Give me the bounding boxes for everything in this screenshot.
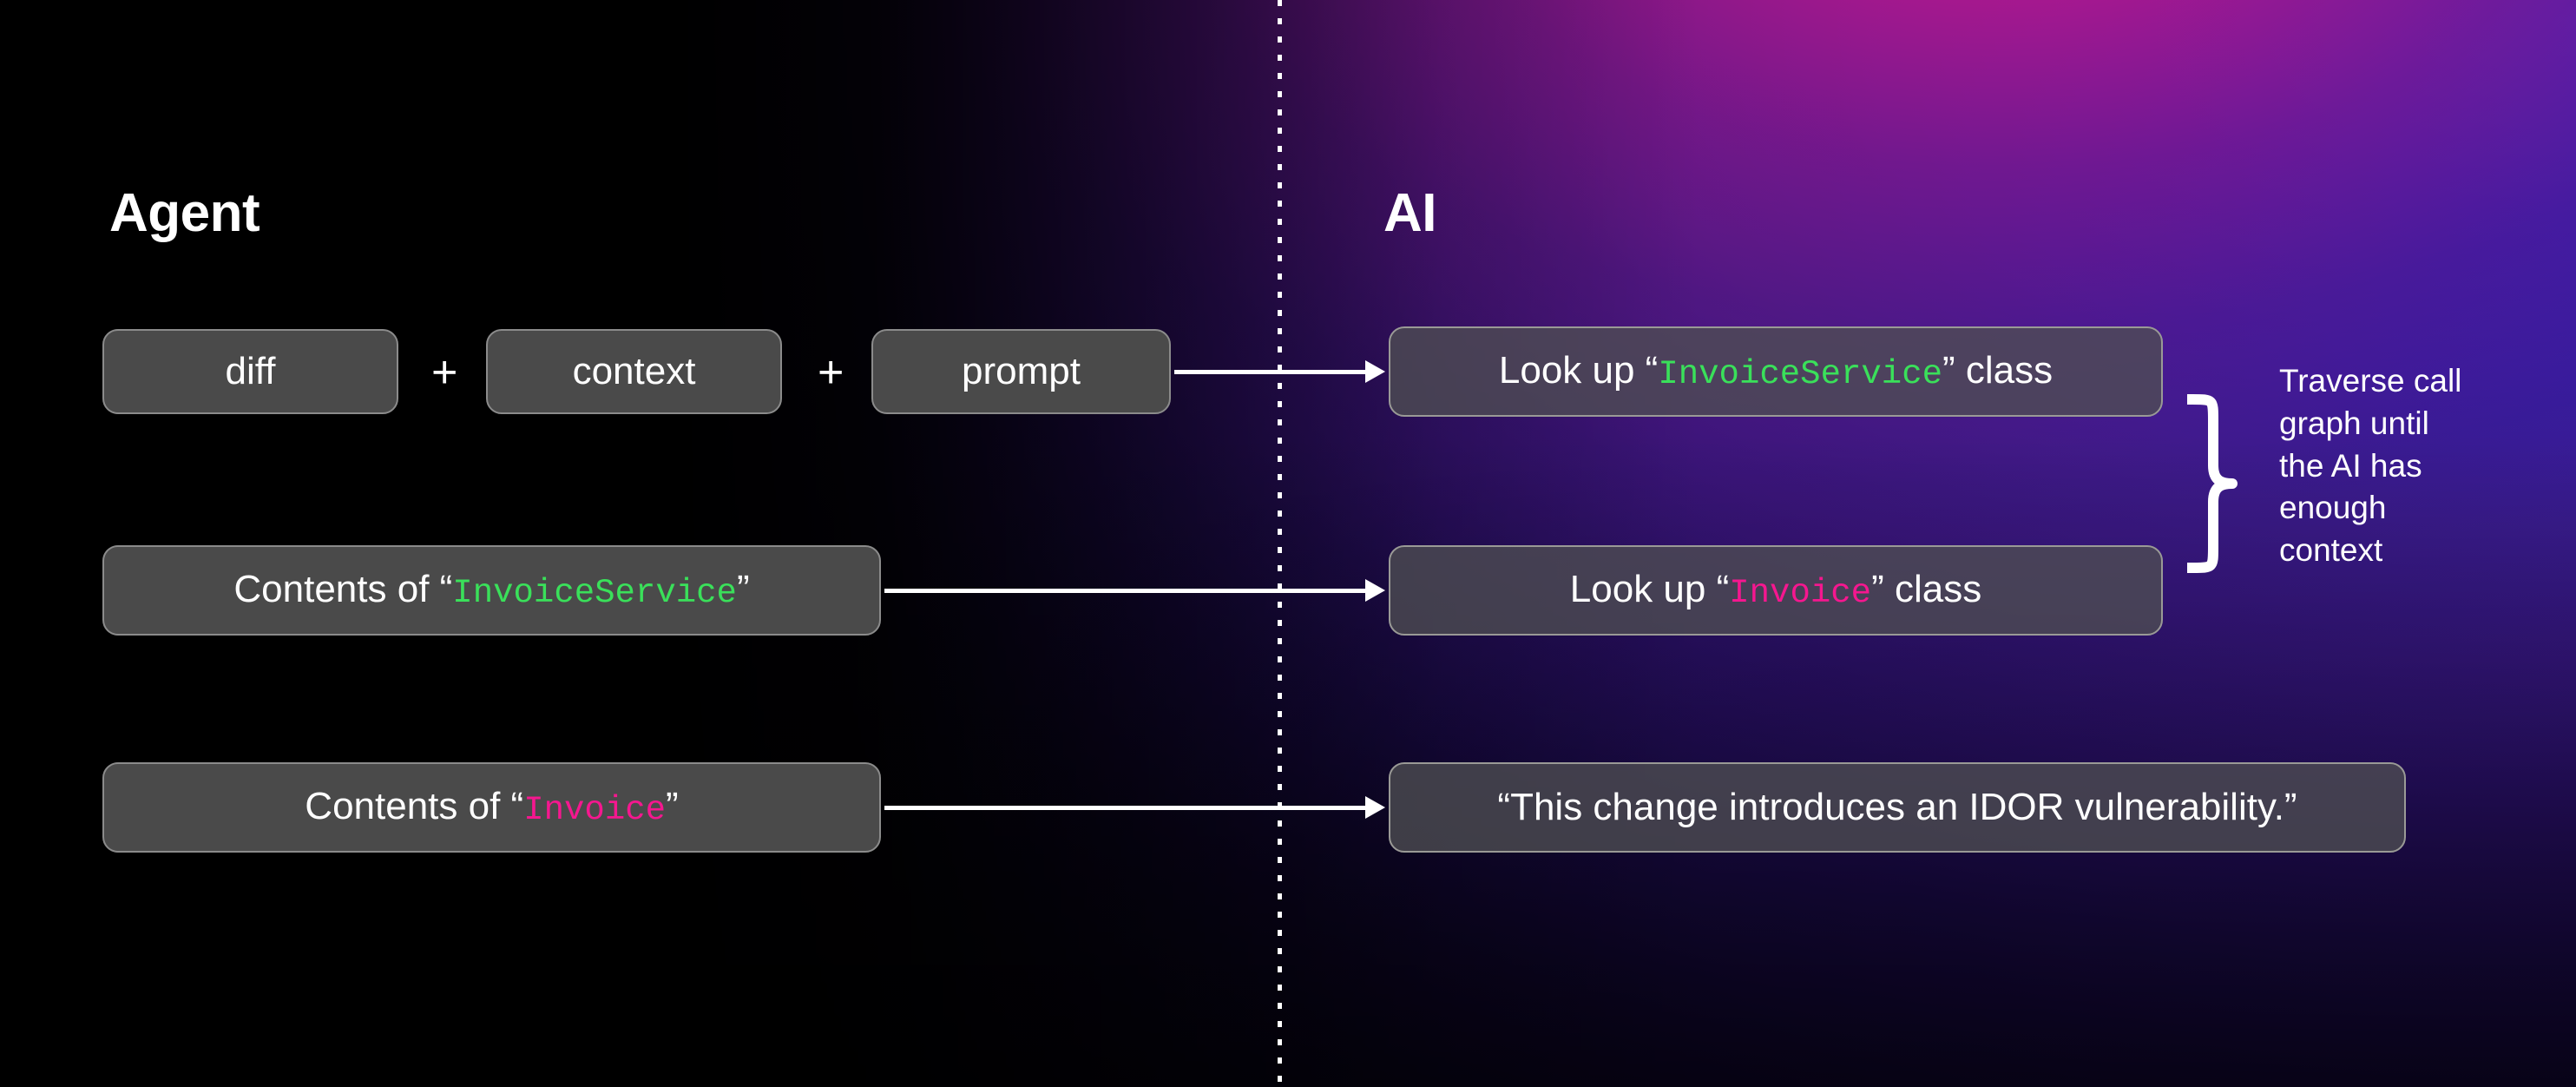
arrow-shaft [884, 589, 1365, 593]
agent-box-contents-invoiceservice-text: Contents of “InvoiceService” [233, 568, 749, 613]
ai-box-verdict-text: “This change introduces an IDOR vulnerab… [1497, 785, 2297, 828]
arrow-contents-invoice-to-verdict [884, 796, 1385, 819]
ai-box-lookup-invoiceservice-text: Look up “InvoiceService” class [1499, 349, 2053, 394]
code-token-invoice: Invoice [1729, 574, 1872, 613]
agent-box-prompt-label: prompt [962, 349, 1081, 392]
text-prefix: Look up “ [1569, 568, 1730, 611]
agent-box-contents-invoiceservice[interactable]: Contents of “InvoiceService” [102, 545, 881, 636]
arrow-prompt-to-lookup-invoiceservice [1174, 360, 1385, 383]
plus-operator-1: + [431, 347, 458, 398]
annotation-line-2: graph until [2279, 405, 2429, 441]
traverse-call-graph-annotation: Traverse call graph until the AI has eno… [2279, 360, 2540, 572]
text-suffix: ” class [1871, 568, 1982, 611]
annotation-line-5: context [2279, 532, 2383, 569]
plus-operator-2: + [818, 347, 844, 398]
curly-brace-icon [2187, 394, 2248, 573]
arrow-head [1365, 796, 1385, 819]
agent-box-context[interactable]: context [486, 329, 782, 414]
text-suffix: ” [666, 785, 679, 828]
arrow-shaft [1174, 370, 1365, 374]
ai-box-verdict[interactable]: “This change introduces an IDOR vulnerab… [1389, 762, 2406, 853]
dotted-vertical-divider [1278, 0, 1282, 1087]
agent-column-heading: Agent [109, 183, 260, 243]
ai-column-heading: AI [1383, 183, 1437, 243]
arrow-head [1365, 579, 1385, 602]
code-token-invoiceservice: InvoiceService [1658, 355, 1942, 394]
agent-box-context-label: context [572, 349, 696, 392]
ai-box-lookup-invoice[interactable]: Look up “Invoice” class [1389, 545, 2163, 636]
ai-box-lookup-invoiceservice[interactable]: Look up “InvoiceService” class [1389, 326, 2163, 417]
text-prefix: Contents of “ [233, 568, 453, 611]
arrow-shaft [884, 806, 1365, 810]
text-suffix: ” class [1942, 349, 2054, 392]
agent-box-diff[interactable]: diff [102, 329, 398, 414]
annotation-line-4: enough [2279, 490, 2387, 526]
text-suffix: ” [736, 568, 750, 611]
code-token-invoice: Invoice [523, 791, 667, 830]
agent-box-diff-label: diff [225, 349, 276, 392]
ai-box-lookup-invoice-text: Look up “Invoice” class [1570, 568, 1981, 613]
arrow-contents-invoiceservice-to-lookup-invoice [884, 579, 1385, 602]
text-prefix: Look up “ [1498, 349, 1659, 392]
code-token-invoiceservice: InvoiceService [452, 574, 737, 613]
agent-box-contents-invoice-text: Contents of “Invoice” [305, 785, 678, 830]
arrow-head [1365, 360, 1385, 383]
annotation-line-3: the AI has [2279, 447, 2422, 484]
agent-box-prompt[interactable]: prompt [871, 329, 1171, 414]
annotation-line-1: Traverse call [2279, 363, 2462, 399]
text-prefix: Contents of “ [305, 785, 524, 828]
agent-box-contents-invoice[interactable]: Contents of “Invoice” [102, 762, 881, 853]
